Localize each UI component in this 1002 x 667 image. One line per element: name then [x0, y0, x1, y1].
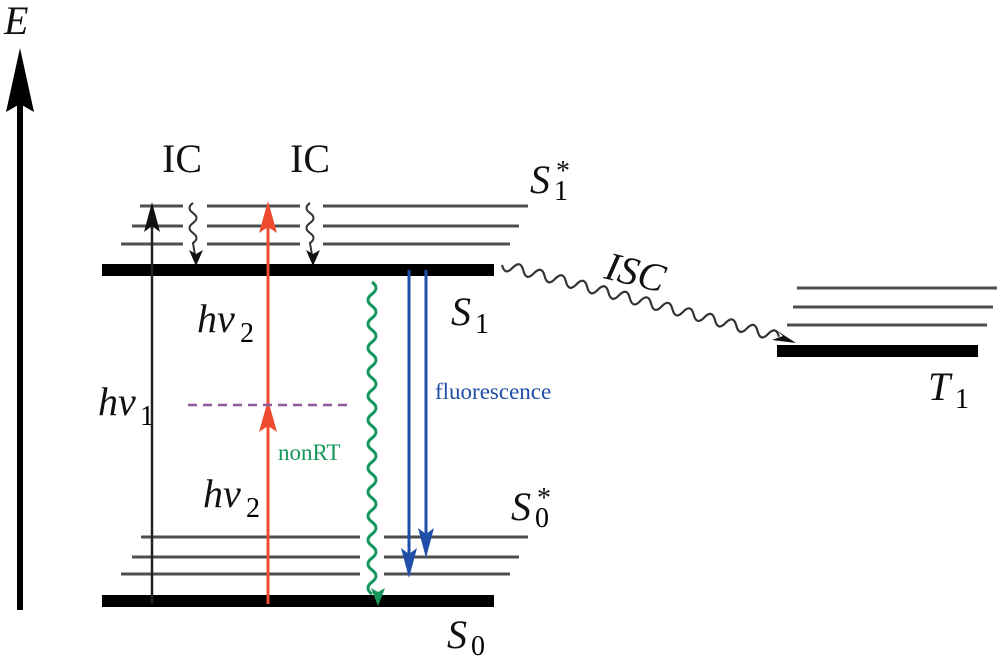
- ic-left-wavy-line: [188, 202, 198, 256]
- hv1-label: hv 1: [98, 379, 154, 432]
- energy-axis-label: E: [3, 0, 28, 43]
- s1star-label-sub: 1: [554, 176, 568, 207]
- nonrt-wavy-line: [366, 280, 378, 596]
- t1-label-sub: 1: [955, 384, 969, 415]
- s0star-sublevels: [121, 535, 528, 576]
- s0star-label: S 0 *: [511, 483, 551, 534]
- t1-label-main: T: [928, 364, 953, 409]
- hv2-upper-label-sub: 2: [240, 318, 254, 349]
- isc-label: ISC: [600, 243, 671, 302]
- fluorescence-arrowhead-1-icon: [401, 548, 417, 578]
- s0star-label-main: S: [511, 484, 531, 529]
- s0star-label-sup: *: [537, 483, 551, 514]
- hv2-lower-label-main: hv: [203, 471, 241, 516]
- hv2-upper-label: hv 2: [197, 296, 254, 349]
- t1-label: T 1: [928, 364, 969, 415]
- s1-label-sub: 1: [475, 309, 489, 340]
- s1star-label-main: S: [530, 157, 550, 202]
- hv2-lower-arrowhead-icon: [259, 400, 277, 432]
- isc-arrowhead-icon: [772, 330, 796, 343]
- hv1-arrowhead-icon: [144, 202, 160, 232]
- s1star-label-sup: *: [556, 156, 570, 187]
- fluorescence-arrowhead-2-icon: [418, 528, 434, 558]
- s1star-label: S 1 *: [530, 156, 570, 207]
- s0-label-sub: 0: [471, 631, 485, 662]
- nonrt-arrowhead-icon: [371, 588, 385, 606]
- isc-wavy-line: [500, 263, 780, 339]
- s1-level: [102, 264, 494, 276]
- hv1-transition: [144, 202, 160, 604]
- s1-label: S 1: [451, 289, 489, 340]
- t1-level: [777, 345, 978, 357]
- s1star-sublevels: [121, 204, 528, 246]
- ic-left-transition: [188, 202, 203, 266]
- energy-axis-arrowhead-icon: [6, 48, 34, 112]
- s0-label-main: S: [447, 612, 467, 657]
- fluorescence-label: fluorescence: [435, 379, 551, 404]
- ic-right-arrowhead-icon: [306, 250, 320, 266]
- hv2-upper-arrowhead-icon: [259, 201, 277, 233]
- t1-sublevels: [787, 286, 997, 327]
- s0-level: [102, 595, 494, 607]
- hv1-label-main: hv: [98, 379, 136, 424]
- hv2-lower-label-sub: 2: [246, 493, 260, 524]
- ic-right-wavy-line: [305, 202, 315, 256]
- ic-right-label: IC: [290, 136, 330, 181]
- s0-label: S 0: [447, 612, 485, 662]
- hv2-lower-label: hv 2: [203, 471, 260, 524]
- hv2-upper-label-main: hv: [197, 296, 235, 341]
- isc-transition: [500, 263, 796, 343]
- s0star-label-sub: 0: [535, 503, 549, 534]
- hv1-label-sub: 1: [140, 401, 154, 432]
- nonrt-label: nonRT: [278, 440, 341, 465]
- fluorescence-transition: [401, 270, 434, 578]
- ic-left-label: IC: [162, 136, 202, 181]
- nonrt-transition: [366, 280, 385, 606]
- s1-label-main: S: [451, 289, 471, 334]
- ic-left-arrowhead-icon: [189, 250, 203, 266]
- ic-right-transition: [305, 202, 320, 266]
- hv2-transitions: [259, 201, 277, 604]
- energy-axis: E: [3, 0, 34, 610]
